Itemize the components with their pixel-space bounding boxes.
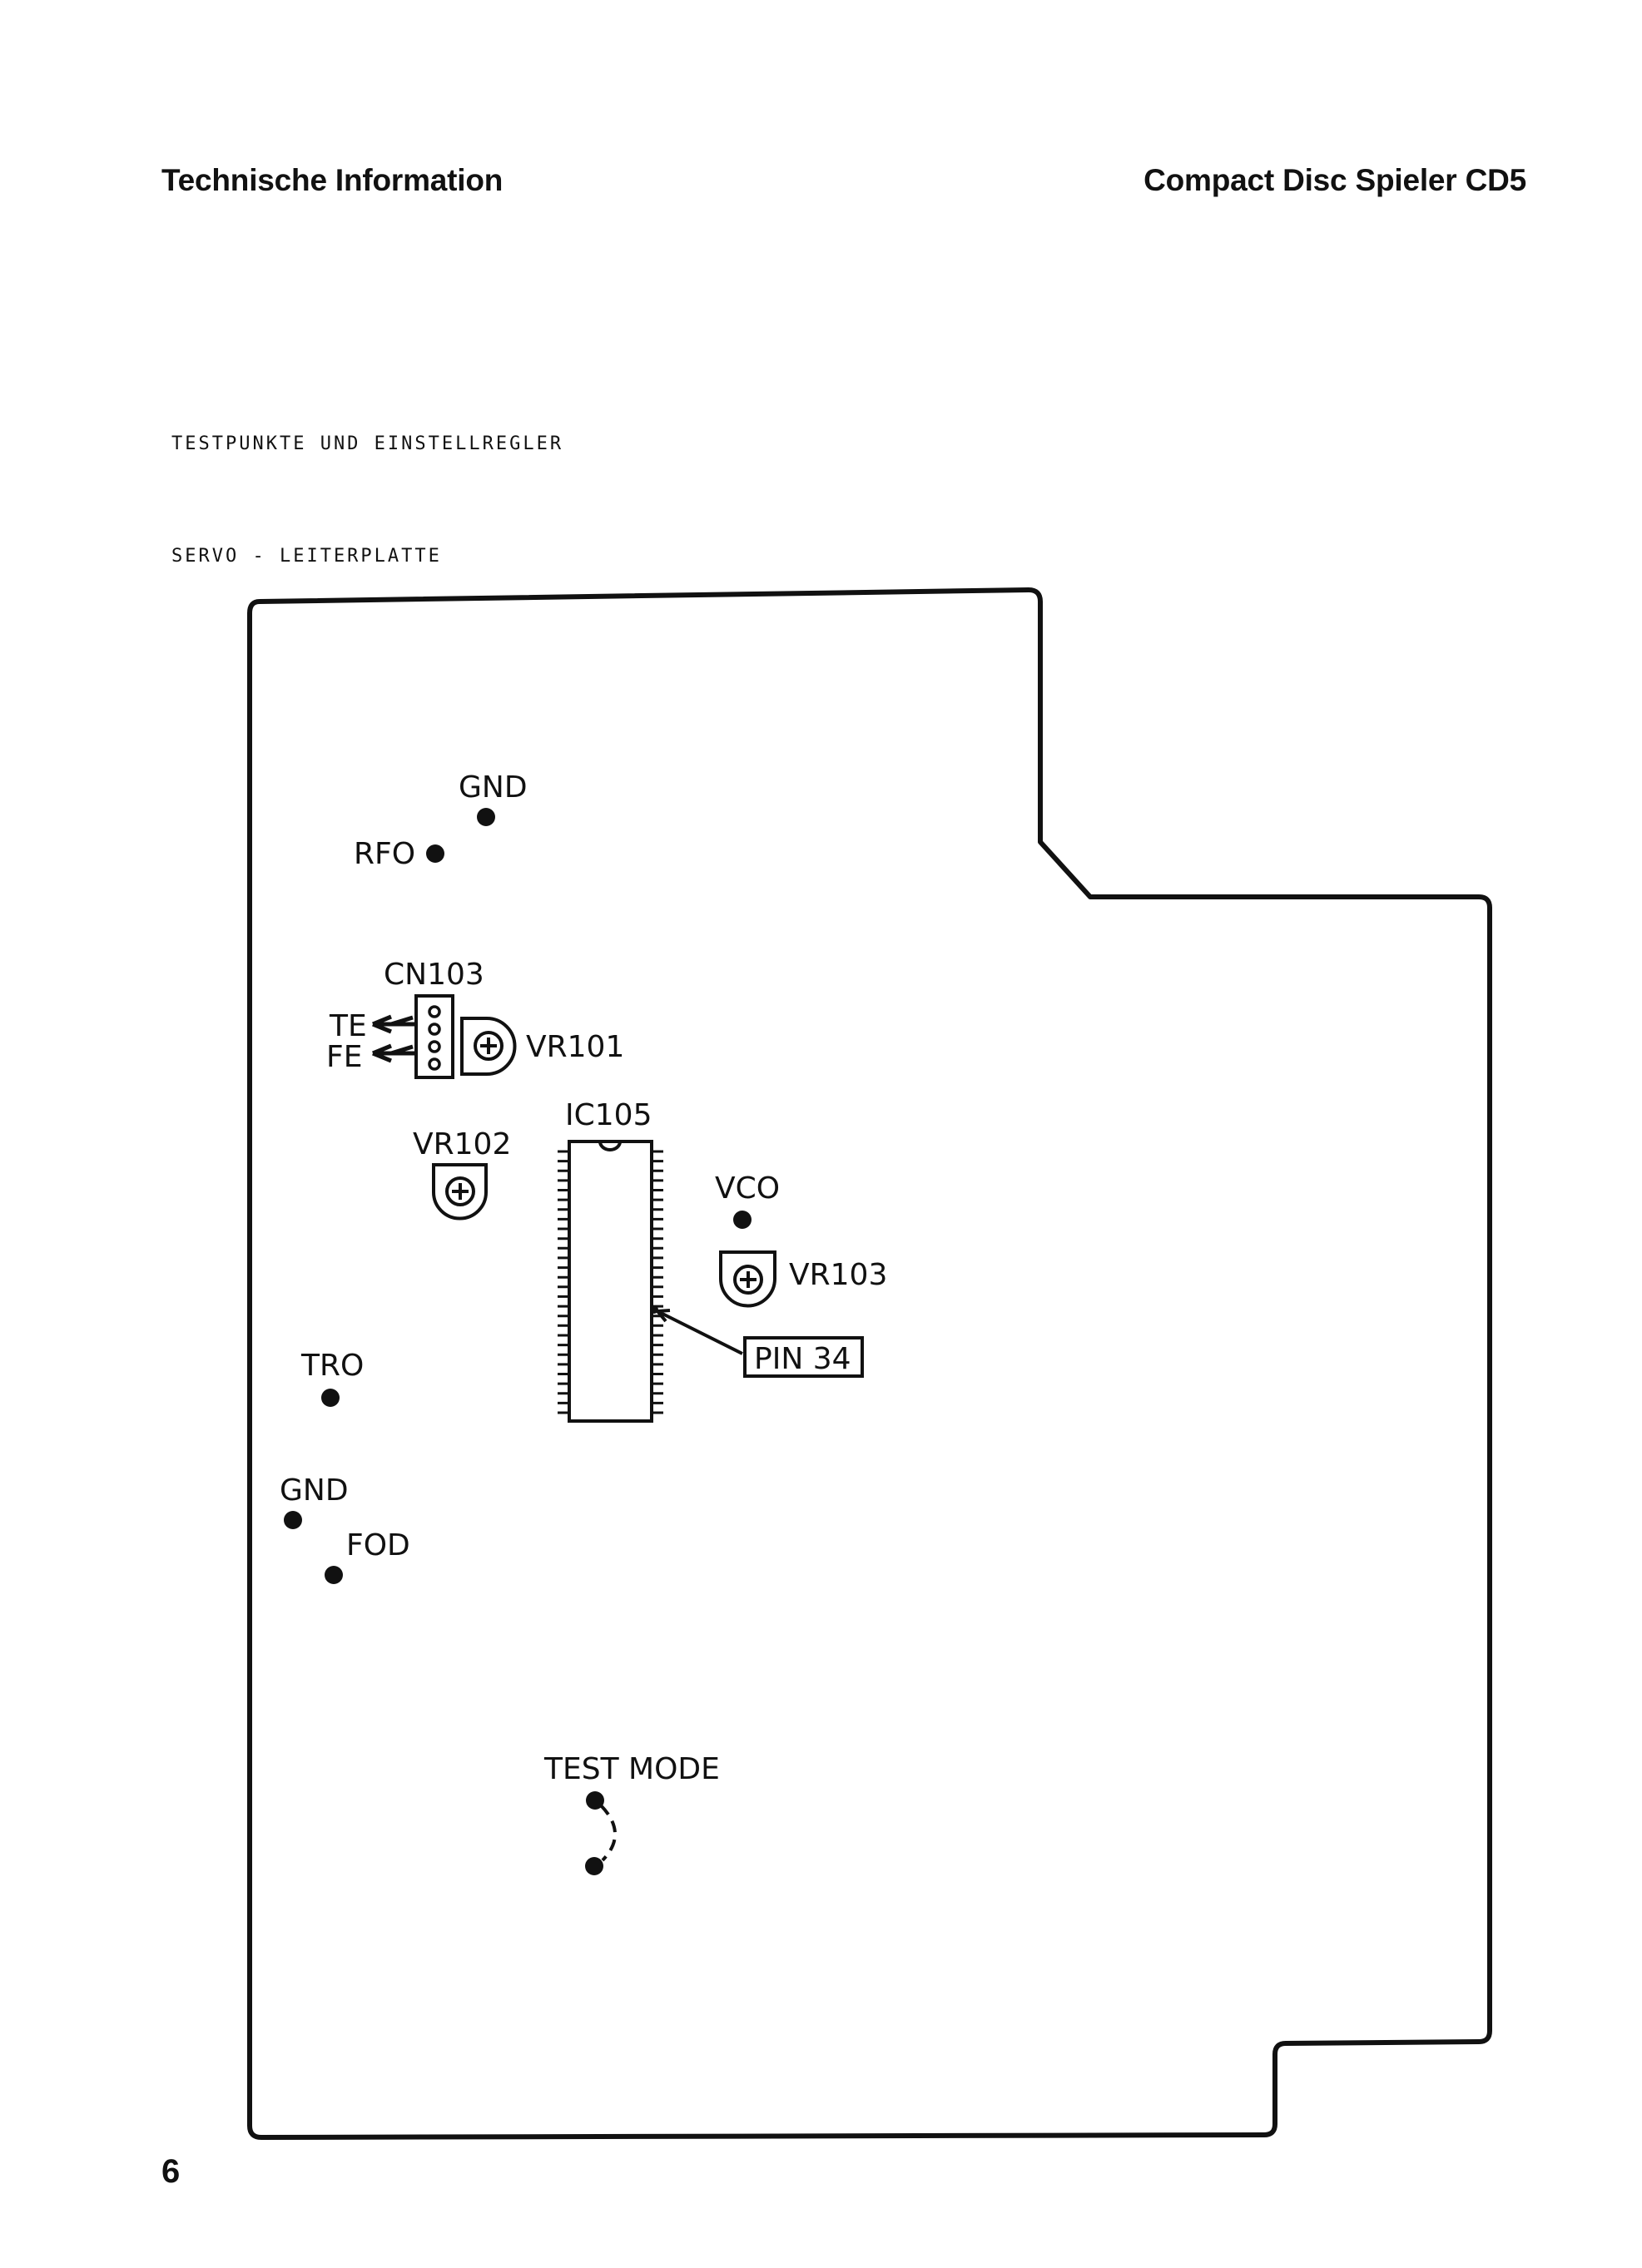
gnd-bottom-label: GND: [280, 1473, 349, 1508]
pin34-arrow: [656, 1309, 743, 1355]
pin34-label: PIN 34: [754, 1342, 851, 1376]
pin34-box: [743, 1336, 864, 1378]
ic105-label: IC105: [565, 1098, 652, 1132]
pin34-point: [650, 1305, 658, 1314]
gnd-bottom-testpoint: [284, 1511, 302, 1529]
cn103-pin-4: [428, 1057, 441, 1071]
cn103-connector: [414, 994, 454, 1079]
vr103-label: VR103: [789, 1258, 887, 1292]
vr101-knob: [474, 1031, 504, 1061]
vr101-label: VR101: [526, 1030, 624, 1064]
ic105-chip: [558, 1140, 663, 1423]
test-mode-point-2: [585, 1857, 603, 1875]
cn103-pin-3: [428, 1040, 441, 1053]
vco-label: VCO: [715, 1171, 780, 1206]
cn103-pin-2: [428, 1023, 441, 1036]
vr102-knob: [445, 1176, 475, 1206]
tro-label: TRO: [300, 1349, 364, 1383]
test-mode-label: TEST MODE: [543, 1752, 720, 1786]
product-title: Compact Disc Spieler CD5: [1143, 163, 1526, 197]
te-label: TE: [329, 1009, 367, 1043]
fod-testpoint: [325, 1566, 343, 1584]
gnd-top-label: GND: [459, 770, 528, 805]
cn103-label: CN103: [384, 958, 484, 992]
vr103-knob: [733, 1265, 763, 1295]
fe-arrow: [372, 1043, 414, 1063]
vr102-trimmer: [432, 1163, 488, 1221]
vr102-label: VR102: [413, 1127, 511, 1161]
fe-label: FE: [326, 1040, 362, 1074]
page-number: 6: [161, 2153, 181, 2190]
rfo-label: RFO: [354, 837, 415, 871]
vr103-cross: [740, 1271, 757, 1288]
vr101-trimmer: [460, 1017, 517, 1076]
vr102-cross: [452, 1183, 469, 1200]
vr101-cross: [480, 1037, 497, 1054]
board-title: SERVO - LEITERPLATTE: [171, 546, 442, 567]
te-arrow: [372, 1014, 414, 1034]
gnd-top-testpoint: [477, 808, 495, 826]
test-mode-jumper: [599, 1804, 617, 1862]
test-mode-point-1: [586, 1791, 604, 1810]
document-title: Technische Information: [161, 163, 504, 197]
section-title: TESTPUNKTE UND EINSTELLREGLER: [171, 433, 564, 454]
vr103-trimmer: [719, 1250, 776, 1308]
tro-testpoint: [321, 1389, 340, 1407]
cn103-pin-1: [428, 1005, 441, 1018]
board-outline: [247, 587, 1492, 2140]
vco-testpoint: [733, 1211, 752, 1229]
rfo-testpoint: [426, 844, 444, 863]
fod-label: FOD: [346, 1528, 410, 1562]
